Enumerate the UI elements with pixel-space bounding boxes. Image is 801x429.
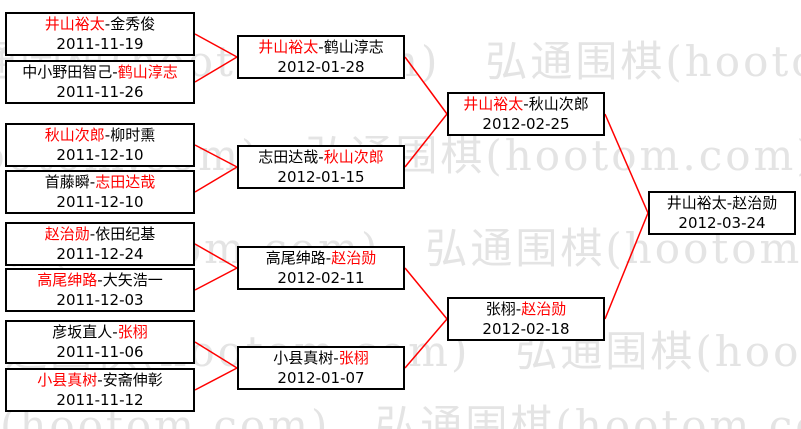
match-round2-2: 志田达哉-秋山次郎 2012-01-15 (237, 145, 405, 189)
connector (194, 341, 238, 369)
player-name: 秋山次郎 (528, 95, 589, 113)
match-date: 2012-01-15 (277, 168, 365, 186)
match-round1-5: 赵治勋-依田纪基 2011-12-24 (5, 222, 195, 266)
match-round2-4: 小县真树-张栩 2012-01-07 (237, 346, 405, 390)
match-round3-2: 张栩-赵治勋 2012-02-18 (447, 297, 605, 341)
player-name: 赵治勋 (732, 194, 778, 212)
player-name: 鹤山淳志 (323, 38, 384, 56)
player-name: 井山裕太 (666, 194, 727, 212)
player-name: 志田达哉 (258, 148, 319, 166)
connector (604, 113, 649, 214)
match-round3-1: 井山裕太-秋山次郎 2012-02-25 (447, 92, 605, 136)
player-name: 彦坂直人 (52, 323, 113, 341)
player-name: 中小野田智己 (22, 63, 113, 81)
match-players: 张栩-赵治勋 (485, 300, 567, 318)
match-players: 小县真树-张栩 (273, 349, 369, 367)
player-name: 秋山次郎 (44, 126, 105, 144)
player-name: 大矢浩一 (102, 271, 163, 289)
match-players: 高尾绅路-大矢浩一 (37, 271, 163, 289)
match-players: 井山裕太-鹤山淳志 (258, 38, 384, 56)
connector (194, 56, 238, 83)
player-name: 井山裕太 (258, 38, 319, 56)
connector-lines (194, 33, 649, 391)
match-date: 2011-12-03 (56, 291, 144, 309)
match-round1-3: 秋山次郎-柳时熏 2011-12-10 (5, 123, 195, 167)
player-name: 小县真树 (273, 349, 334, 367)
match-players: 中小野田智己-鹤山淳志 (22, 63, 178, 81)
match-round2-1: 井山裕太-鹤山淳志 2012-01-28 (237, 35, 405, 79)
match-date: 2012-01-07 (277, 369, 365, 387)
match-round1-8: 小县真树-安斋伸彰 2011-11-12 (5, 368, 195, 412)
player-name: 赵治勋 (331, 249, 377, 267)
match-players: 彦坂直人-张栩 (52, 323, 148, 341)
player-name: 张栩 (338, 349, 369, 367)
match-players: 志田达哉-秋山次郎 (258, 148, 384, 166)
player-name: 小县真树 (37, 371, 98, 389)
match-date: 2011-11-12 (56, 391, 144, 409)
connector (404, 56, 448, 115)
player-name: 鹤山淳志 (117, 63, 178, 81)
connector (404, 113, 448, 168)
match-players: 秋山次郎-柳时熏 (44, 126, 156, 144)
match-date: 2011-11-19 (56, 35, 144, 53)
connector (194, 166, 238, 193)
player-name: 首藤瞬 (44, 173, 90, 191)
match-date: 2011-12-10 (56, 193, 144, 211)
player-name: 高尾绅路 (265, 249, 326, 267)
match-round1-1: 井山裕太-金秀俊 2011-11-19 (5, 12, 195, 56)
match-date: 2011-12-24 (56, 245, 144, 263)
player-name: 高尾绅路 (37, 271, 98, 289)
match-date: 2011-11-06 (56, 343, 144, 361)
player-name: 志田达哉 (95, 173, 156, 191)
match-date: 2011-11-26 (56, 83, 144, 101)
player-name: 井山裕太 (463, 95, 524, 113)
match-players: 井山裕太-秋山次郎 (463, 95, 589, 113)
player-name: 井山裕太 (44, 15, 105, 33)
match-date: 2012-03-24 (678, 214, 766, 232)
match-players: 高尾绅路-赵治勋 (265, 249, 377, 267)
match-round2-3: 高尾绅路-赵治勋 2012-02-11 (237, 246, 405, 290)
connector (194, 243, 238, 269)
match-round1-7: 彦坂直人-张栩 2011-11-06 (5, 320, 195, 364)
match-date: 2011-12-10 (56, 146, 144, 164)
connector (194, 367, 238, 391)
match-date: 2012-02-18 (482, 320, 570, 338)
connector (604, 212, 649, 320)
connector (404, 318, 448, 369)
player-name: 赵治勋 (521, 300, 567, 318)
player-name: 张栩 (117, 323, 148, 341)
connector (194, 144, 238, 168)
player-name: 柳时熏 (110, 126, 156, 144)
player-name: 依田纪基 (95, 225, 156, 243)
match-date: 2012-02-25 (482, 115, 570, 133)
player-name: 张栩 (485, 300, 516, 318)
player-name: 金秀俊 (110, 15, 156, 33)
match-players: 小县真树-安斋伸彰 (37, 371, 163, 389)
connector (404, 267, 448, 320)
match-date: 2012-01-28 (277, 58, 365, 76)
match-round1-4: 首藤瞬-志田达哉 2011-12-10 (5, 170, 195, 214)
match-round1-2: 中小野田智己-鹤山淳志 2011-11-26 (5, 60, 195, 104)
connector (194, 33, 238, 58)
player-name: 安斋伸彰 (102, 371, 163, 389)
match-players: 井山裕太-金秀俊 (44, 15, 156, 33)
connector (194, 267, 238, 291)
match-players: 首藤瞬-志田达哉 (44, 173, 156, 191)
match-round1-6: 高尾绅路-大矢浩一 2011-12-03 (5, 268, 195, 312)
match-final-1: 井山裕太-赵治勋 2012-03-24 (648, 191, 796, 235)
player-name: 秋山次郎 (323, 148, 384, 166)
match-players: 井山裕太-赵治勋 (666, 194, 778, 212)
match-players: 赵治勋-依田纪基 (44, 225, 156, 243)
player-name: 赵治勋 (44, 225, 90, 243)
match-date: 2012-02-11 (277, 269, 365, 287)
